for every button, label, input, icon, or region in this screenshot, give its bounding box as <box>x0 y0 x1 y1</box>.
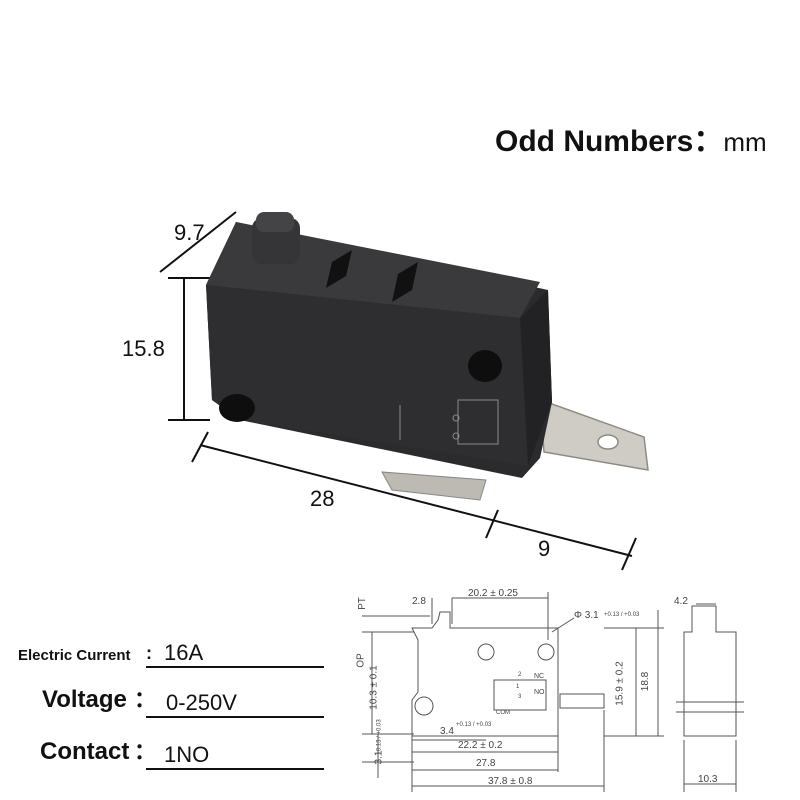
dim-4-2: 4.2 <box>674 596 688 607</box>
dim-10-3: 10.3 <box>698 774 718 785</box>
dim-22-2: 22.2 ± 0.2 <box>458 740 503 751</box>
spec-current: Electric Current : 16A <box>0 632 330 672</box>
label-pin-1: 1 <box>516 684 520 690</box>
dim-terminal-length: 9 <box>538 536 551 561</box>
spec-voltage-name: Voltage <box>42 686 127 713</box>
spec-contact-value: 1NO <box>164 742 210 767</box>
spec-voltage: Voltage ： 0-250V <box>0 682 330 722</box>
dim-3-4: 3.4 <box>440 726 454 737</box>
spec-voltage-underline <box>146 716 324 718</box>
spec-contact: Contact ： 1NO <box>0 734 330 774</box>
terminal-marking <box>399 399 499 445</box>
dim-hole: Φ 3.1 <box>574 610 599 621</box>
label-pin-2: 2 <box>518 672 522 678</box>
dim-10-3-01: 10.3 ± 0.1 <box>368 665 380 710</box>
dimension-lines <box>159 211 637 571</box>
dim-2-8: 2.8 <box>412 596 426 607</box>
dim-body-length: 28 <box>310 486 335 511</box>
dim-3-1-tol: +0.13 / +0.03 <box>376 719 383 755</box>
drawing-hole-3 <box>414 696 434 716</box>
spec-current-underline <box>146 666 324 668</box>
spec-current-name: Electric Current <box>18 647 131 664</box>
label-nc: NC <box>534 673 545 680</box>
dim-hole-tol: +0.13 / +0.03 <box>604 612 640 618</box>
spec-voltage-sep: ： <box>134 687 157 712</box>
dim-15-9: 15.9 ± 0.2 <box>614 661 626 706</box>
switch-terminal <box>539 397 649 471</box>
dim-18-8: 18.8 <box>640 671 652 692</box>
header-label: Odd Numbers <box>495 125 694 158</box>
drawing-terminal <box>559 693 605 709</box>
drawing-hole-1 <box>477 643 495 661</box>
label-no: NO <box>534 689 545 696</box>
mount-hole-left <box>219 394 255 422</box>
dim-top-depth: 9.7 <box>174 220 205 245</box>
side-view-outline <box>683 605 737 737</box>
label-pt: PT <box>356 597 368 610</box>
spec-contact-underline <box>146 768 324 770</box>
switch-base-plate <box>381 471 487 501</box>
unit-header: Odd Numbers：mm <box>495 116 767 160</box>
header-unit: mm <box>723 127 767 157</box>
dim-37-8: 37.8 ± 0.8 <box>488 776 533 787</box>
spec-contact-sep: ： <box>134 739 157 764</box>
dim-27-8: 27.8 <box>476 758 496 769</box>
dim-height: 15.8 <box>122 336 165 361</box>
spec-current-sep: : <box>146 643 152 663</box>
drawing-hole-2 <box>537 643 555 661</box>
spec-voltage-value: 0-250V <box>166 690 237 715</box>
dim-3-4-tol: +0.13 / +0.03 <box>456 722 492 728</box>
mount-hole-right <box>468 350 502 382</box>
label-pin-3: 3 <box>518 694 522 700</box>
spec-contact-name: Contact <box>40 738 130 765</box>
spec-current-value: 16A <box>164 640 204 665</box>
switch-body <box>206 212 552 478</box>
dim-20-2: 20.2 ± 0.25 <box>468 588 518 599</box>
header-separator: ： <box>693 125 724 158</box>
label-com: COM <box>496 710 510 716</box>
label-op: OP <box>355 653 367 668</box>
